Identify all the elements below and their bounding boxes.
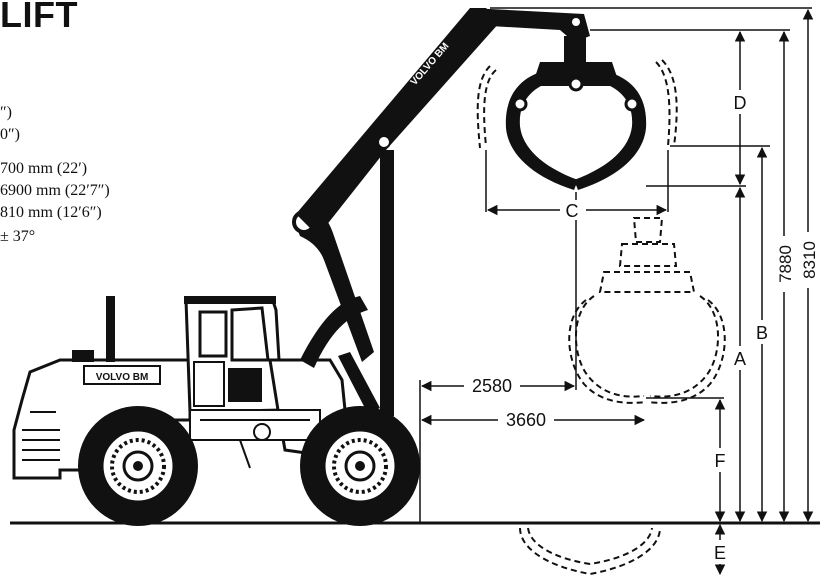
wheel-loader: VOLVO BM: [12, 296, 420, 526]
jib-tip-pin: [570, 16, 582, 28]
dim-label-7880: 7880: [776, 245, 795, 283]
body-brand-text: VOLVO BM: [96, 372, 149, 383]
diagram-title: LIFT: [0, 0, 78, 35]
dim-label-c: C: [566, 201, 579, 221]
grapple-pin-left: [512, 96, 528, 112]
operator-seat: [228, 368, 262, 402]
grapple-pin-right: [624, 96, 640, 112]
grapple-open-outline: [476, 59, 678, 149]
log-grapple-below-ground: [519, 527, 661, 576]
dim-label-e: E: [714, 543, 726, 563]
spec-line-3: 700 mm (22′): [0, 160, 88, 177]
dim-label-3660: 3660: [506, 410, 546, 430]
boom-jib-tip: [470, 8, 590, 42]
dim-label-2580: 2580: [472, 376, 512, 396]
grapple-jaw-right: [574, 70, 647, 190]
cab-window-right: [230, 306, 270, 362]
exhaust-stack: [106, 296, 115, 362]
spec-line-1: ″): [0, 104, 12, 121]
grapple-rotator: [564, 36, 586, 64]
dim-label-b: B: [756, 323, 768, 343]
spec-line-6: ± 37°: [0, 228, 36, 245]
grapple-pin-center: [568, 76, 584, 92]
dim-label-d: D: [734, 93, 747, 113]
boom-mast: [380, 150, 394, 416]
grapple-jaw-left: [505, 70, 578, 190]
front-wheel: [300, 406, 420, 526]
log-grapple-raised: [505, 36, 647, 190]
rear-grille: [22, 411, 60, 461]
chassis-detail: [200, 419, 310, 469]
air-intake: [72, 350, 94, 362]
spec-line-4: 6900 mm (22′7″): [0, 182, 110, 199]
cab-door-frame: [193, 361, 225, 407]
dim-label-f: F: [715, 451, 726, 471]
cab-roof: [184, 296, 276, 304]
boom-pivot-pin: [377, 135, 391, 149]
crane-boom: VOLVO BM: [292, 8, 590, 416]
boom-lower-arm: [296, 210, 374, 362]
rear-wheel: [78, 406, 198, 526]
spec-line-5: 810 mm (12′6″): [0, 204, 102, 221]
body-brand-plate: [83, 365, 161, 385]
cab-window-left: [198, 310, 228, 358]
log-grapple-lowered: [568, 217, 726, 404]
front-hydraulic-ram: [338, 352, 380, 414]
boom-knuckle-link: [300, 296, 368, 368]
label-backgrounds: [464, 90, 820, 564]
dim-label-8310: 8310: [800, 241, 819, 279]
boom-main-arm: [296, 8, 500, 236]
spec-line-2: 0″): [0, 126, 20, 143]
dimension-extension-lines: [419, 7, 812, 523]
dim-label-a: A: [734, 349, 746, 369]
